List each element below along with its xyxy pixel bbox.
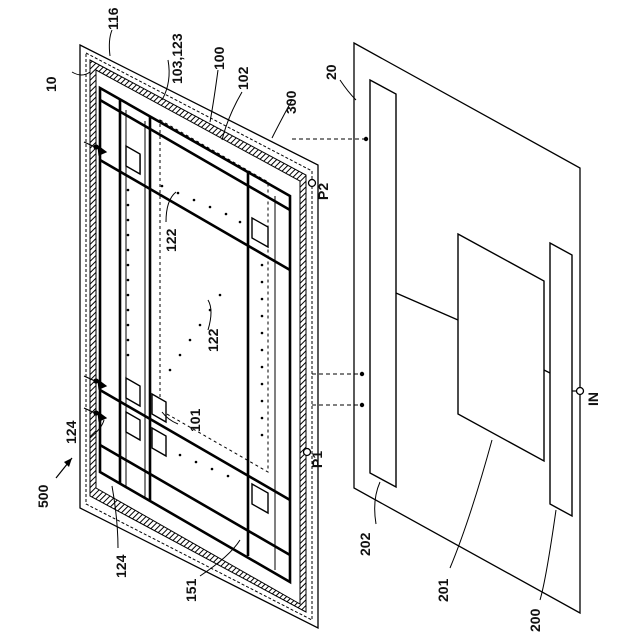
display-panel-10 bbox=[80, 45, 318, 628]
arrow-500 bbox=[56, 458, 72, 478]
interconnect-dots bbox=[360, 137, 368, 407]
terminals bbox=[304, 180, 584, 456]
label-100: 100 bbox=[211, 46, 227, 70]
label-20: 20 bbox=[323, 64, 339, 80]
label-500: 500 bbox=[35, 484, 51, 508]
label-p1: P1 bbox=[309, 451, 325, 468]
label-116: 116 bbox=[105, 7, 121, 30]
label-102: 102 bbox=[235, 66, 251, 90]
label-122-mid: 122 bbox=[205, 328, 221, 352]
label-202: 202 bbox=[357, 532, 373, 556]
label-122-top: 122 bbox=[163, 228, 179, 252]
label-124-bottom: 124 bbox=[113, 554, 129, 578]
label-124-left: 124 bbox=[63, 420, 79, 444]
label-151: 151 bbox=[183, 578, 199, 602]
label-p2: P2 bbox=[315, 183, 331, 200]
label-in: IN bbox=[585, 392, 601, 406]
terminal-in bbox=[577, 388, 584, 395]
label-10: 10 bbox=[43, 76, 59, 92]
label-300: 300 bbox=[283, 90, 299, 114]
label-103-123: 103,123 bbox=[169, 33, 185, 84]
circuit-board-20 bbox=[354, 43, 580, 613]
label-200: 200 bbox=[527, 608, 543, 632]
label-101: 101 bbox=[187, 408, 203, 432]
label-201: 201 bbox=[435, 578, 451, 602]
